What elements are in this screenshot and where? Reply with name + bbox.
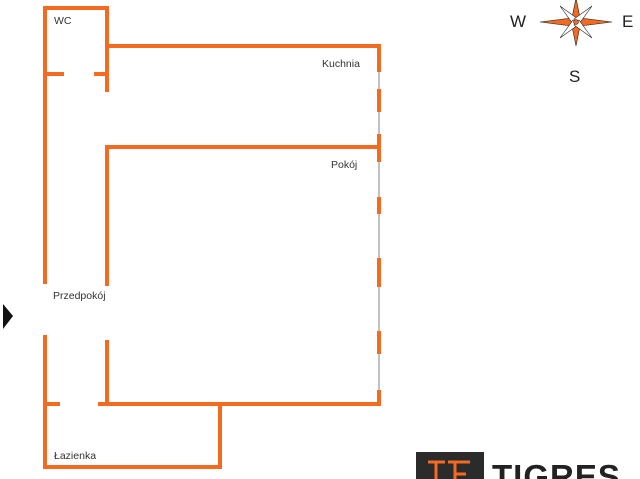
label-hallway: Przedpokój — [53, 290, 106, 302]
compass-south: S — [569, 67, 580, 86]
label-room: Pokój — [331, 159, 357, 171]
brand-name: TIGRES — [492, 458, 621, 479]
label-bathroom: Łazienka — [54, 450, 96, 462]
wall-wc — [43, 6, 109, 76]
compass-east: E — [622, 12, 633, 31]
entrance-arrow-icon — [3, 304, 13, 329]
label-wc: WC — [54, 15, 72, 27]
label-kitchen: Kuchnia — [322, 58, 360, 70]
compass-rose-icon — [539, 0, 613, 47]
compass-west: W — [510, 12, 526, 31]
tigres-logo-icon — [416, 452, 484, 479]
